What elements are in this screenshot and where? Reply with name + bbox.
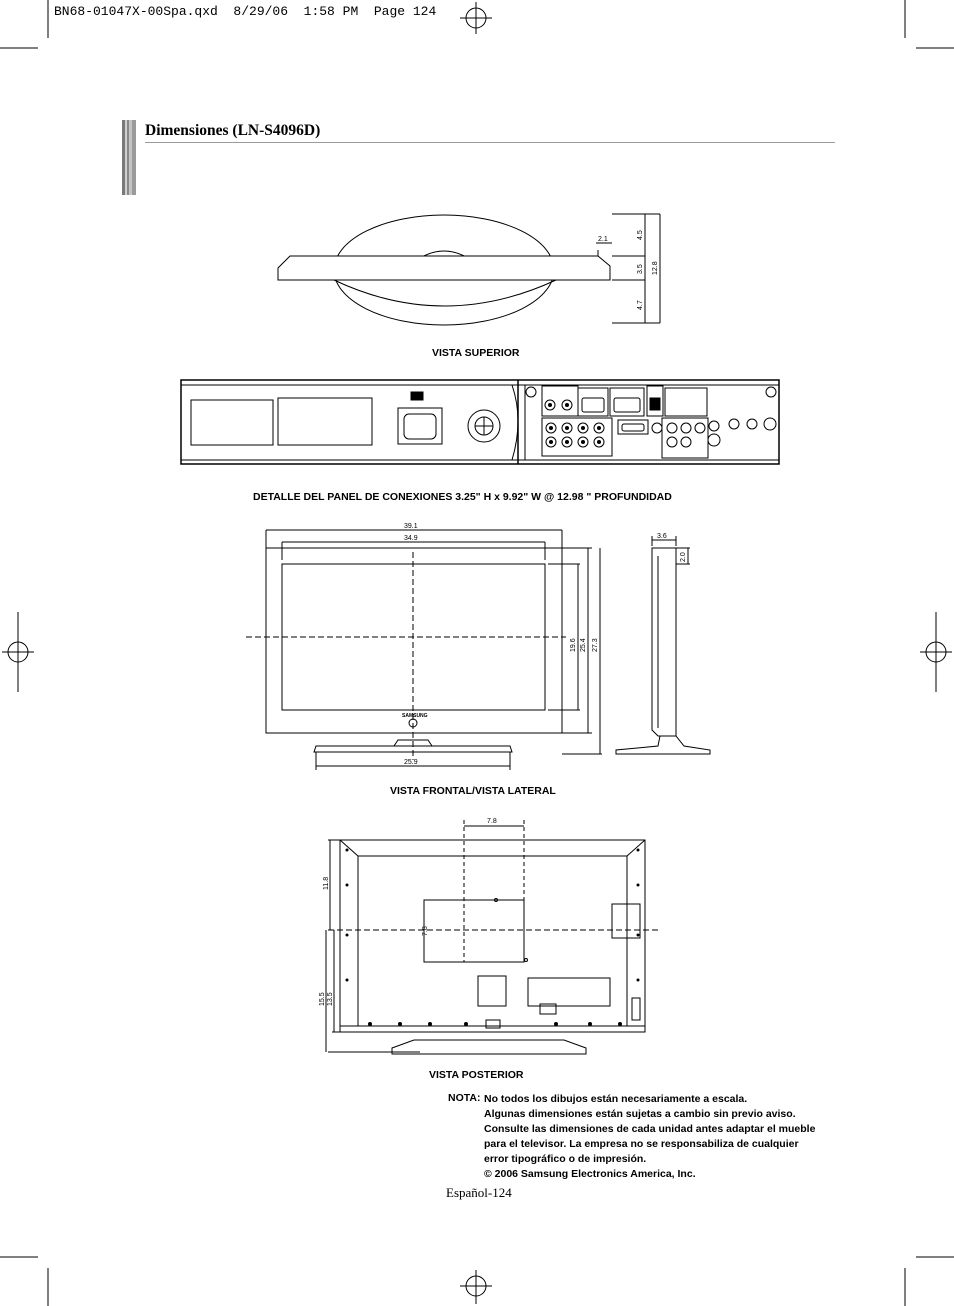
caption-rear-view: VISTA POSTERIOR [429,1069,524,1081]
dim-width-screen: 34.9 [404,535,418,542]
rear-view-drawing: 7.8 7.8 11.8 15.5 13.5 [319,818,658,1055]
dim-top-4-7: 4.7 [637,300,644,310]
front-side-view-drawing: 39.1 34.9 25.9 19.6 25.4 27.3 3.6 2.0 SA… [246,523,711,770]
dim-height-body: 25.4 [580,638,587,652]
dim-vesa-height: 7.8 [422,926,429,936]
dim-top-2-1: 2.1 [598,236,608,243]
dim-width-total: 39.1 [404,523,418,530]
caption-top-view: VISTA SUPERIOR [432,347,520,359]
note-line: error tipográfico o de impresión. [484,1153,647,1165]
note-line: © 2006 Samsung Electronics America, Inc. [484,1168,696,1180]
dim-side-depth: 3.6 [657,533,667,540]
dim-top-12-8: 12.8 [652,261,659,275]
note-label: NOTA: [448,1092,481,1104]
dim-top-3-5: 3.5 [637,264,644,274]
note-line: Algunas dimensiones están sujetas a camb… [484,1108,796,1120]
page-title: Dimensiones (LN-S4096D) [145,122,321,139]
caption-front-side-view: VISTA FRONTAL/VISTA LATERAL [390,785,556,797]
dim-top-to-mount: 11.8 [323,877,330,890]
title-bar-decoration [122,120,136,195]
note-text: No todos los dibujos están necesariament… [484,1092,815,1182]
file-slug: BN68-01047X-00Spa.qxd 8/29/06 1:58 PM Pa… [54,4,437,19]
dim-bottom-total: 15.5 [319,992,326,1006]
page-number: Español-124 [446,1185,512,1200]
note-line: para el televisor. La empresa no se resp… [484,1138,799,1150]
dim-height-total: 27.3 [592,638,599,652]
caption-connection-panel: DETALLE DEL PANEL DE CONEXIONES 3.25" H … [253,491,672,503]
dim-height-screen: 19.6 [570,638,577,652]
dim-top-4-5: 4.5 [637,230,644,240]
brand-logo: SAMSUNG [402,713,428,719]
dim-bottom-body: 13.5 [327,992,334,1006]
title-rule [145,142,835,143]
note-line: Consulte las dimensiones de cada unidad … [484,1123,816,1135]
dim-stand-width: 25.9 [404,759,418,766]
top-view-drawing: 2.1 4.5 3.5 4.7 12.8 [277,213,661,326]
dim-side-top: 2.0 [680,552,687,562]
note-line: No todos los dibujos están necesariament… [484,1093,748,1105]
dim-vesa-width: 7.8 [487,818,497,825]
connection-panel-drawing [180,379,780,465]
